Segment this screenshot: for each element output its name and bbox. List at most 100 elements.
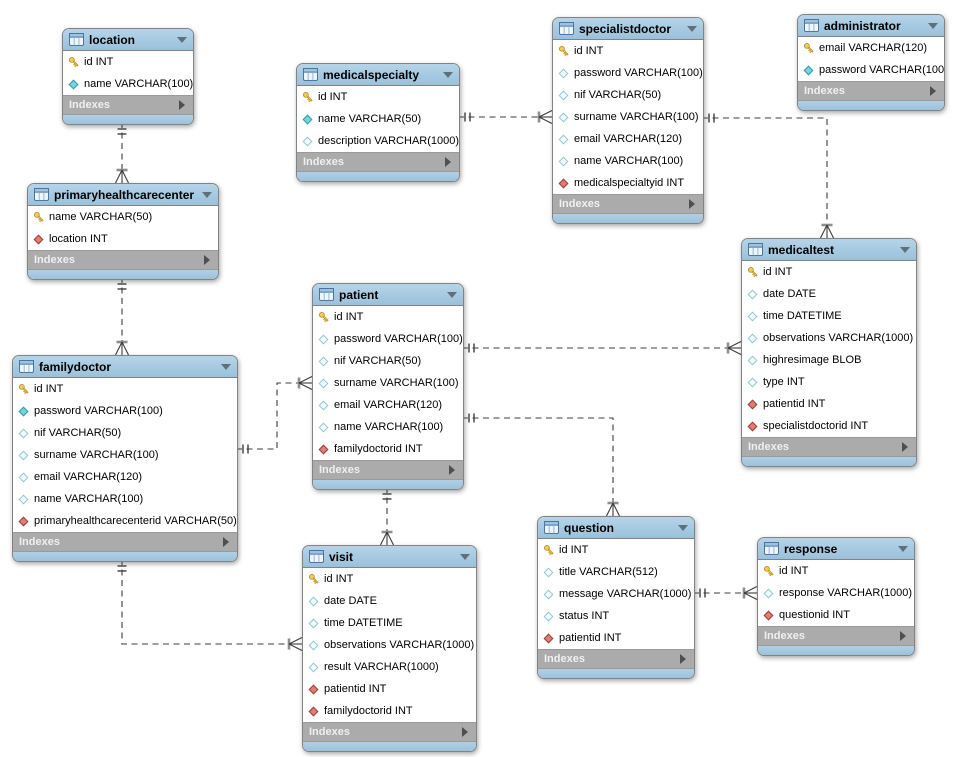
expand-arrow-icon[interactable]: [445, 157, 451, 167]
column-row[interactable]: id INT: [742, 261, 916, 283]
column-row[interactable]: location INT: [28, 228, 218, 250]
column-row[interactable]: nif VARCHAR(50): [313, 350, 463, 372]
collapse-arrow-icon[interactable]: [898, 545, 908, 552]
expand-arrow-icon[interactable]: [204, 255, 210, 265]
column-row[interactable]: name VARCHAR(50): [297, 108, 459, 130]
column-row[interactable]: message VARCHAR(1000): [538, 583, 694, 605]
column-row[interactable]: specialistdoctorid INT: [742, 415, 916, 437]
column-row[interactable]: date DATE: [303, 590, 476, 612]
column-row[interactable]: password VARCHAR(100): [798, 59, 944, 81]
column-row[interactable]: email VARCHAR(120): [798, 37, 944, 59]
column-row[interactable]: id INT: [303, 568, 476, 590]
column-row[interactable]: observations VARCHAR(1000): [303, 634, 476, 656]
column-row[interactable]: result VARCHAR(1000): [303, 656, 476, 678]
column-row[interactable]: email VARCHAR(120): [313, 394, 463, 416]
column-row[interactable]: questionid INT: [758, 604, 914, 626]
table-header-familydoctor[interactable]: familydoctor: [13, 356, 237, 378]
column-row[interactable]: surname VARCHAR(100): [13, 444, 237, 466]
indexes-bar[interactable]: Indexes: [297, 152, 459, 171]
collapse-arrow-icon[interactable]: [443, 71, 453, 78]
column-row[interactable]: id INT: [297, 86, 459, 108]
column-row[interactable]: name VARCHAR(100): [13, 488, 237, 510]
collapse-arrow-icon[interactable]: [900, 246, 910, 253]
column-row[interactable]: surname VARCHAR(100): [313, 372, 463, 394]
collapse-arrow-icon[interactable]: [202, 191, 212, 198]
indexes-bar[interactable]: Indexes: [63, 95, 193, 114]
column-row[interactable]: email VARCHAR(120): [553, 128, 703, 150]
relationship-medicalspecialty-specialistdoctor[interactable]: [458, 110, 553, 124]
indexes-bar[interactable]: Indexes: [313, 460, 463, 479]
column-row[interactable]: id INT: [758, 560, 914, 582]
table-header-medicaltest[interactable]: medicaltest: [742, 239, 916, 261]
column-row[interactable]: time DATETIME: [742, 305, 916, 327]
indexes-bar[interactable]: Indexes: [13, 532, 237, 551]
collapse-arrow-icon[interactable]: [678, 524, 688, 531]
relationship-familydoctor-visit[interactable]: [117, 559, 303, 651]
relationship-primaryhealthcarecenter-familydoctor[interactable]: [115, 277, 129, 356]
collapse-arrow-icon[interactable]: [460, 553, 470, 560]
column-row[interactable]: patientid INT: [538, 627, 694, 649]
column-row[interactable]: password VARCHAR(100): [13, 400, 237, 422]
column-row[interactable]: id INT: [13, 378, 237, 400]
expand-arrow-icon[interactable]: [900, 631, 906, 641]
collapse-arrow-icon[interactable]: [221, 363, 231, 370]
column-row[interactable]: type INT: [742, 371, 916, 393]
column-row[interactable]: title VARCHAR(512): [538, 561, 694, 583]
column-row[interactable]: id INT: [553, 40, 703, 62]
column-row[interactable]: response VARCHAR(1000): [758, 582, 914, 604]
indexes-bar[interactable]: Indexes: [798, 81, 944, 100]
relationship-patient-question[interactable]: [462, 413, 620, 517]
expand-arrow-icon[interactable]: [179, 100, 185, 110]
column-row[interactable]: patientid INT: [303, 678, 476, 700]
indexes-bar[interactable]: Indexes: [28, 250, 218, 269]
column-row[interactable]: time DATETIME: [303, 612, 476, 634]
expand-arrow-icon[interactable]: [449, 465, 455, 475]
column-row[interactable]: date DATE: [742, 283, 916, 305]
collapse-arrow-icon[interactable]: [177, 36, 187, 43]
expand-arrow-icon[interactable]: [689, 199, 695, 209]
column-row[interactable]: id INT: [63, 51, 193, 73]
relationship-specialistdoctor-medicaltest[interactable]: [702, 113, 834, 239]
expand-arrow-icon[interactable]: [223, 537, 229, 547]
table-header-visit[interactable]: visit: [303, 546, 476, 568]
table-header-medicalspecialty[interactable]: medicalspecialty: [297, 64, 459, 86]
column-row[interactable]: primaryhealthcarecenterid VARCHAR(50): [13, 510, 237, 532]
table-header-question[interactable]: question: [538, 517, 694, 539]
column-row[interactable]: medicalspecialtyid INT: [553, 172, 703, 194]
relationship-patient-visit[interactable]: [380, 487, 394, 546]
indexes-bar[interactable]: Indexes: [742, 437, 916, 456]
table-header-patient[interactable]: patient: [313, 284, 463, 306]
column-row[interactable]: nif VARCHAR(50): [13, 422, 237, 444]
column-row[interactable]: surname VARCHAR(100): [553, 106, 703, 128]
expand-arrow-icon[interactable]: [680, 654, 686, 664]
relationship-question-response[interactable]: [693, 586, 758, 600]
table-header-primaryhealthcarecenter[interactable]: primaryhealthcarecenter: [28, 184, 218, 206]
table-header-administrator[interactable]: administrator: [798, 15, 944, 37]
table-header-location[interactable]: location: [63, 29, 193, 51]
column-row[interactable]: status INT: [538, 605, 694, 627]
column-row[interactable]: name VARCHAR(100): [63, 73, 193, 95]
expand-arrow-icon[interactable]: [902, 442, 908, 452]
column-row[interactable]: id INT: [538, 539, 694, 561]
column-row[interactable]: description VARCHAR(1000): [297, 130, 459, 152]
column-row[interactable]: familydoctorid INT: [313, 438, 463, 460]
column-row[interactable]: nif VARCHAR(50): [553, 84, 703, 106]
expand-arrow-icon[interactable]: [930, 86, 936, 96]
column-row[interactable]: password VARCHAR(100): [313, 328, 463, 350]
table-header-specialistdoctor[interactable]: specialistdoctor: [553, 18, 703, 40]
column-row[interactable]: name VARCHAR(50): [28, 206, 218, 228]
collapse-arrow-icon[interactable]: [447, 291, 457, 298]
expand-arrow-icon[interactable]: [462, 727, 468, 737]
column-row[interactable]: name VARCHAR(100): [313, 416, 463, 438]
column-row[interactable]: name VARCHAR(100): [553, 150, 703, 172]
